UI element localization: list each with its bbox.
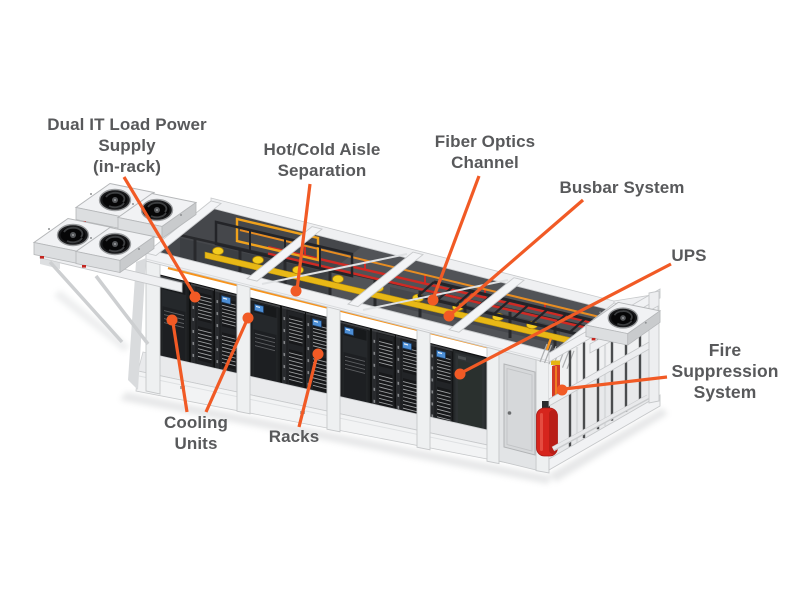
label-cooling-units: Cooling Units: [136, 412, 256, 454]
server-rack: [281, 305, 306, 395]
label-line: Fiber Optics: [434, 132, 536, 151]
label-fire-suppression: Fire Suppression System: [650, 340, 800, 403]
left-fan-assembly: [33, 182, 197, 390]
label-line: Busbar System: [559, 178, 685, 197]
dot-ups: [454, 368, 466, 380]
leader-ups: [460, 262, 672, 375]
dot-fire-suppression: [556, 384, 568, 396]
label-line: Cooling: [164, 413, 228, 432]
dot-busbar: [443, 310, 455, 322]
server-rack: [371, 328, 396, 418]
leader-dots: [166, 285, 568, 396]
label-busbar-system: Busbar System: [542, 177, 702, 198]
label-line: Racks: [268, 427, 320, 446]
porch-brace: [552, 395, 649, 450]
label-line: Fire: [708, 340, 742, 360]
dot-fiber-optics: [427, 294, 439, 306]
platform-strut: [48, 260, 150, 346]
frame-post: [236, 274, 251, 415]
label-dual-it-load-power: Dual IT Load Power Supply (in-rack): [37, 114, 217, 177]
roof-beam: [347, 251, 424, 308]
label-line: Suppression: [671, 361, 779, 381]
dot-cooling-a: [166, 314, 178, 326]
left-end-wall: [128, 258, 146, 390]
label-line: Separation: [277, 161, 367, 180]
label-racks: Racks: [254, 426, 334, 447]
label-line: Dual IT Load Power: [47, 115, 207, 134]
dot-cooling-b: [242, 312, 254, 324]
dot-dual-it-load: [189, 291, 201, 303]
porch-bottom-rail: [548, 394, 661, 471]
leader-cooling-b: [204, 319, 249, 413]
label-line: (in-rack): [93, 157, 161, 176]
frame-post: [416, 320, 431, 451]
frame-post: [326, 297, 341, 433]
label-hot-cold-aisle: Hot/Cold Aisle Separation: [244, 139, 400, 181]
leader-fire-suppression: [563, 375, 668, 391]
fire-extinguisher: [536, 401, 558, 457]
leader-hot-cold-aisle: [295, 183, 312, 291]
label-ups: UPS: [659, 245, 719, 266]
label-line: UPS: [671, 246, 707, 265]
frame-post: [145, 251, 161, 395]
leader-cooling-a: [171, 322, 189, 413]
dot-racks: [312, 348, 324, 360]
dot-hot-cold-aisle: [290, 285, 302, 297]
door-section: [498, 340, 537, 471]
cooling-unit: [250, 298, 280, 390]
roof-beam: [448, 277, 525, 333]
label-line: Supply: [98, 136, 156, 155]
label-line: Hot/Cold Aisle: [263, 140, 381, 159]
label-line: System: [693, 382, 757, 402]
label-line: Channel: [451, 153, 519, 172]
leader-racks: [297, 354, 319, 428]
label-fiber-optics: Fiber Optics Channel: [420, 131, 550, 173]
ground-shadow: [54, 290, 668, 484]
door: [503, 363, 536, 456]
right-porch: [536, 288, 661, 471]
label-line: Units: [174, 434, 218, 453]
door-handle: [507, 411, 512, 415]
leader-dual-it-load: [122, 176, 197, 297]
leader-lines: [122, 175, 672, 428]
leader-busbar: [448, 198, 585, 317]
leader-fiber-optics: [431, 175, 481, 300]
